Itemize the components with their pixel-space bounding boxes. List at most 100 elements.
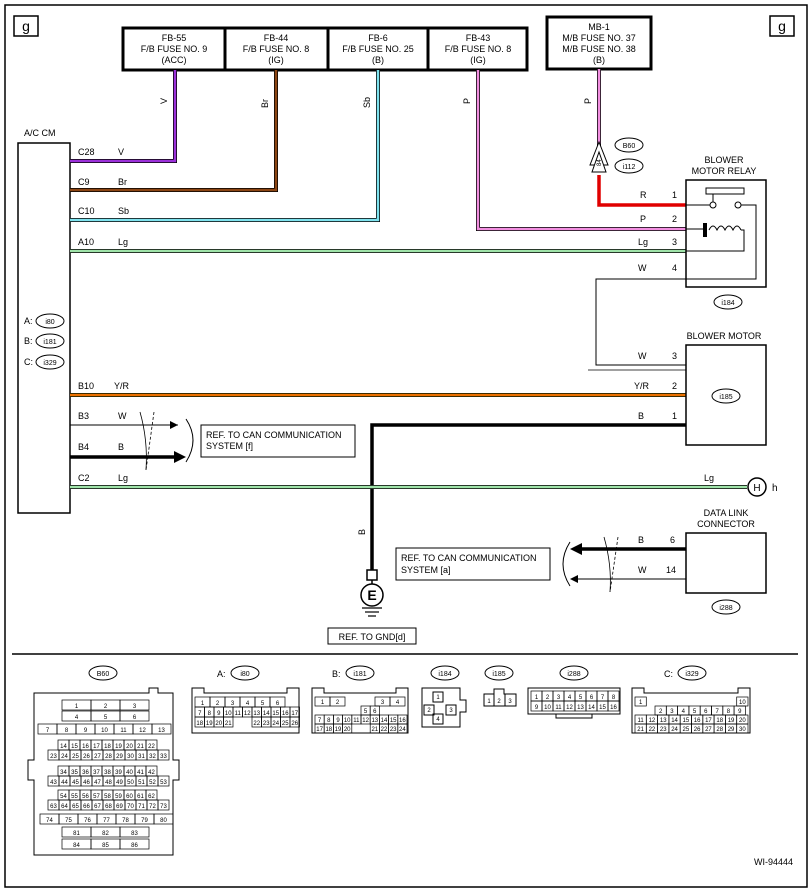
connector-i181-pin-13: 13 <box>371 718 378 724</box>
connector-i288-pin-8: 8 <box>612 695 616 701</box>
connector-i80-pin-15: 15 <box>272 711 279 717</box>
connector-b60-pin-85: 85 <box>102 843 109 849</box>
ecm-conn-a-id: i80 <box>45 319 54 326</box>
ac-control-module: A/C CM A: i80 B: i181 C: i329 <box>17 128 71 514</box>
connector-b60-pin-10: 10 <box>101 728 108 734</box>
fuse-fb43-l3: (IG) <box>470 55 486 65</box>
connector-i181-pin-23: 23 <box>390 727 397 733</box>
wire-label-v: V <box>159 98 169 104</box>
connector-b60-pin-18: 18 <box>104 744 111 750</box>
mb-fuse-l2: M/B FUSE NO. 37 <box>562 33 636 43</box>
connector-b60-pin-70: 70 <box>127 804 134 810</box>
connector-b60-pin-58: 58 <box>104 794 111 800</box>
connector-i288-pin-5: 5 <box>579 695 583 701</box>
connector-i181-prefix: B: <box>332 669 341 679</box>
connector-b60-pin-6: 6 <box>133 715 137 721</box>
connector-b60-cell <box>119 699 150 711</box>
connector-i329-cell <box>736 723 749 734</box>
connector-i80-prefix: A: <box>217 669 226 679</box>
connector-i181-pin-22: 22 <box>381 727 388 733</box>
connector-b60-pin-51: 51 <box>138 780 145 786</box>
connector-i329-pin-26: 26 <box>694 727 701 733</box>
connector-b60-pin-32: 32 <box>149 754 156 760</box>
connector-i288-pin-3: 3 <box>557 695 561 701</box>
connector-b60-pin-80: 80 <box>160 818 167 824</box>
connector-i329-pin-21: 21 <box>637 727 644 733</box>
connector-i329-pin-2: 2 <box>659 709 663 715</box>
ecm-pin-c10: C10 <box>78 206 95 216</box>
wire-black-ground <box>370 423 686 570</box>
relay-wire-4: W <box>638 263 647 273</box>
connector-b60-pin-4: 4 <box>75 715 79 721</box>
relay-connector-id: i184 <box>721 300 734 307</box>
connector-b60-pin-14: 14 <box>60 744 67 750</box>
ground-ref: REF. TO GND[d] <box>339 632 406 642</box>
connector-i80-id: i80 <box>240 671 249 678</box>
fuse-fb43-l2: F/B FUSE NO. 8 <box>445 44 512 54</box>
connector-i184-id: i184 <box>438 671 451 678</box>
connector-i181-pin-6: 6 <box>373 709 377 715</box>
connector-b60-cell <box>157 775 170 787</box>
connector-b60-pin-77: 77 <box>103 818 110 824</box>
wire-violet <box>70 70 177 163</box>
connector-i181-pin-19: 19 <box>335 727 342 733</box>
fuse-fb6-l3: (B) <box>372 55 384 65</box>
connector-i288-pin-10: 10 <box>544 705 551 711</box>
connector-b60-pin-48: 48 <box>105 780 112 786</box>
connector-i288-pin-16: 16 <box>610 705 617 711</box>
connector-i288-pin-2: 2 <box>546 695 550 701</box>
ref-can-a-box: REF. TO CAN COMMUNICATION SYSTEM [a] <box>395 547 551 581</box>
connector-b60-pin-33: 33 <box>160 754 167 760</box>
connector-i181-pin-15: 15 <box>390 718 397 724</box>
connector-i288-pin-7: 7 <box>601 695 605 701</box>
connector-b60-pin-1: 1 <box>75 704 79 710</box>
h-connector-label: h <box>772 483 778 494</box>
connector-b60-pin-28: 28 <box>105 754 112 760</box>
connector-b60-pin-20: 20 <box>126 744 133 750</box>
relay-pin-4: 4 <box>672 263 677 273</box>
connector-i80-pin-9: 9 <box>217 711 221 717</box>
connector-i181-cell <box>397 723 408 734</box>
connector-i329-pin-4: 4 <box>682 709 686 715</box>
connector-b60-pin-64: 64 <box>61 804 68 810</box>
connector-b60-pin-72: 72 <box>149 804 156 810</box>
data-link-connector: DATA LINK CONNECTOR B 6 W 14 i288 <box>638 508 767 615</box>
connector-i80-pin-25: 25 <box>282 721 289 727</box>
connector-b60-pin-11: 11 <box>120 728 127 734</box>
connector-b60-cell <box>119 826 150 838</box>
dlc-wire-6: B <box>638 535 644 545</box>
connector-b60-pin-47: 47 <box>94 780 101 786</box>
connector-i288-pin-15: 15 <box>599 705 606 711</box>
connector-i329-pin-17: 17 <box>705 718 712 724</box>
wire-label-sb: Sb <box>362 97 372 108</box>
wire-pink-fb43 <box>476 70 686 231</box>
connector-b60-pin-12: 12 <box>139 728 146 734</box>
ecm-pin-c28: C28 <box>78 147 95 157</box>
connector-i80-pin-7: 7 <box>198 711 202 717</box>
connector-b60-pin-67: 67 <box>94 804 101 810</box>
connector-i329-pin-3: 3 <box>670 709 674 715</box>
connector-i329-pin-12: 12 <box>649 718 656 724</box>
connector-i181-cell <box>389 696 406 707</box>
motor-wire-2: Y/R <box>634 381 650 391</box>
connector-b60-pin-50: 50 <box>127 780 134 786</box>
relay-wire-1: R <box>640 190 647 200</box>
ref-can-f-line2: SYSTEM [f] <box>206 441 253 451</box>
connector-i181-pin-18: 18 <box>325 727 332 733</box>
connector-b60-pin-84: 84 <box>73 843 80 849</box>
connector-i181-pin-1: 1 <box>321 700 325 706</box>
connector-i288-cell <box>607 700 620 712</box>
corner-connector-left <box>13 15 39 37</box>
connector-view-i185: i185 1 2 3 <box>483 665 517 707</box>
connector-b60-pin-66: 66 <box>83 804 90 810</box>
connector-b60-pin-79: 79 <box>141 818 148 824</box>
ecm-wire-b10: Y/R <box>114 381 130 391</box>
connector-i288-pin-13: 13 <box>577 705 584 711</box>
blower-motor-relay: BLOWER MOTOR RELAY R 1 P 2 Lg 3 W 4 i184 <box>638 155 767 310</box>
twisted-pair-mark-f <box>139 411 155 471</box>
ecm-pin-a10: A10 <box>78 237 94 247</box>
connector-i181-pin-9: 9 <box>336 718 340 724</box>
corner-connector-right <box>769 15 795 37</box>
